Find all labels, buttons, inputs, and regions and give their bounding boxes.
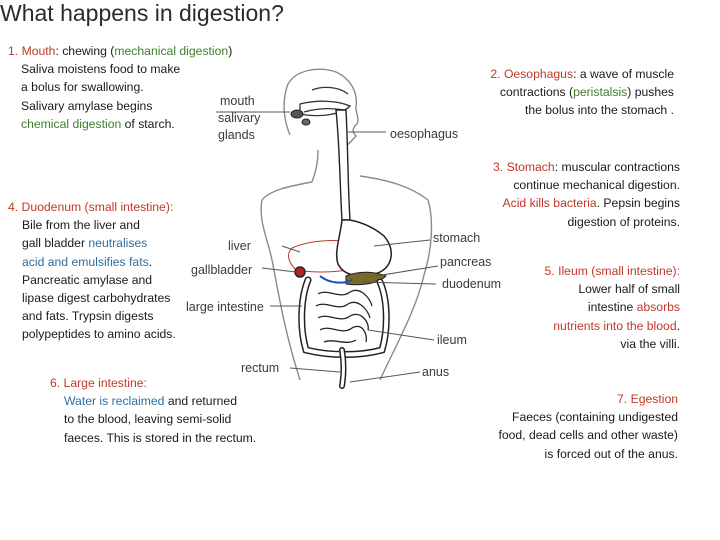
gallbladder-shape [294,266,306,278]
mouth-heading-num: 1. [8,44,19,58]
stomach-description: 3. Stomach: muscular contractions contin… [493,160,680,229]
label-mouth: mouth [220,94,255,108]
large-intestine-description: 6. Large intestine: Water is reclaimed a… [50,376,257,445]
torso-right [359,175,433,381]
label-rectum: rectum [241,361,279,375]
small-intestine-coils [315,289,373,343]
stomach-shape [335,219,392,277]
mouth-heading-label: Mouth [21,44,56,58]
duodenum-description: 4. Duodenum (small intestine): Bile from… [8,200,176,342]
label-duodenum: duodenum [442,277,501,291]
torso-left [260,181,313,381]
oesophagus-tube [335,109,351,221]
ileum-description: 5. Ileum (small intestine): Lower half o… [544,264,680,351]
label-liver: liver [228,239,251,253]
label-stomach: stomach [433,231,480,245]
oral-cavity [299,100,352,117]
label-ileum: ileum [437,333,467,347]
label-oesophagus: oesophagus [390,127,458,141]
label-glands: glands [218,128,255,142]
label-gallbladder: gallbladder [191,263,252,277]
mouth-description: 1. Mouth: chewing (mechanical digestion)… [8,44,233,131]
oesophagus-description: 2. Oesophagus: a wave of muscle contract… [490,67,674,118]
label-pancreas: pancreas [440,255,491,269]
salivary-gland-shape [290,109,304,119]
egestion-description: 7. Egestion Faeces (containing undigeste… [498,392,678,461]
pancreas-shape [345,271,387,286]
label-large-intestine: large intestine [186,300,264,314]
page-title: What happens in digestion? [0,0,284,26]
neck-outline [311,149,319,183]
nasal-cavity [311,86,349,95]
label-salivary: salivary [218,111,261,125]
large-intestine-shape [298,276,390,358]
label-anus: anus [422,365,449,379]
